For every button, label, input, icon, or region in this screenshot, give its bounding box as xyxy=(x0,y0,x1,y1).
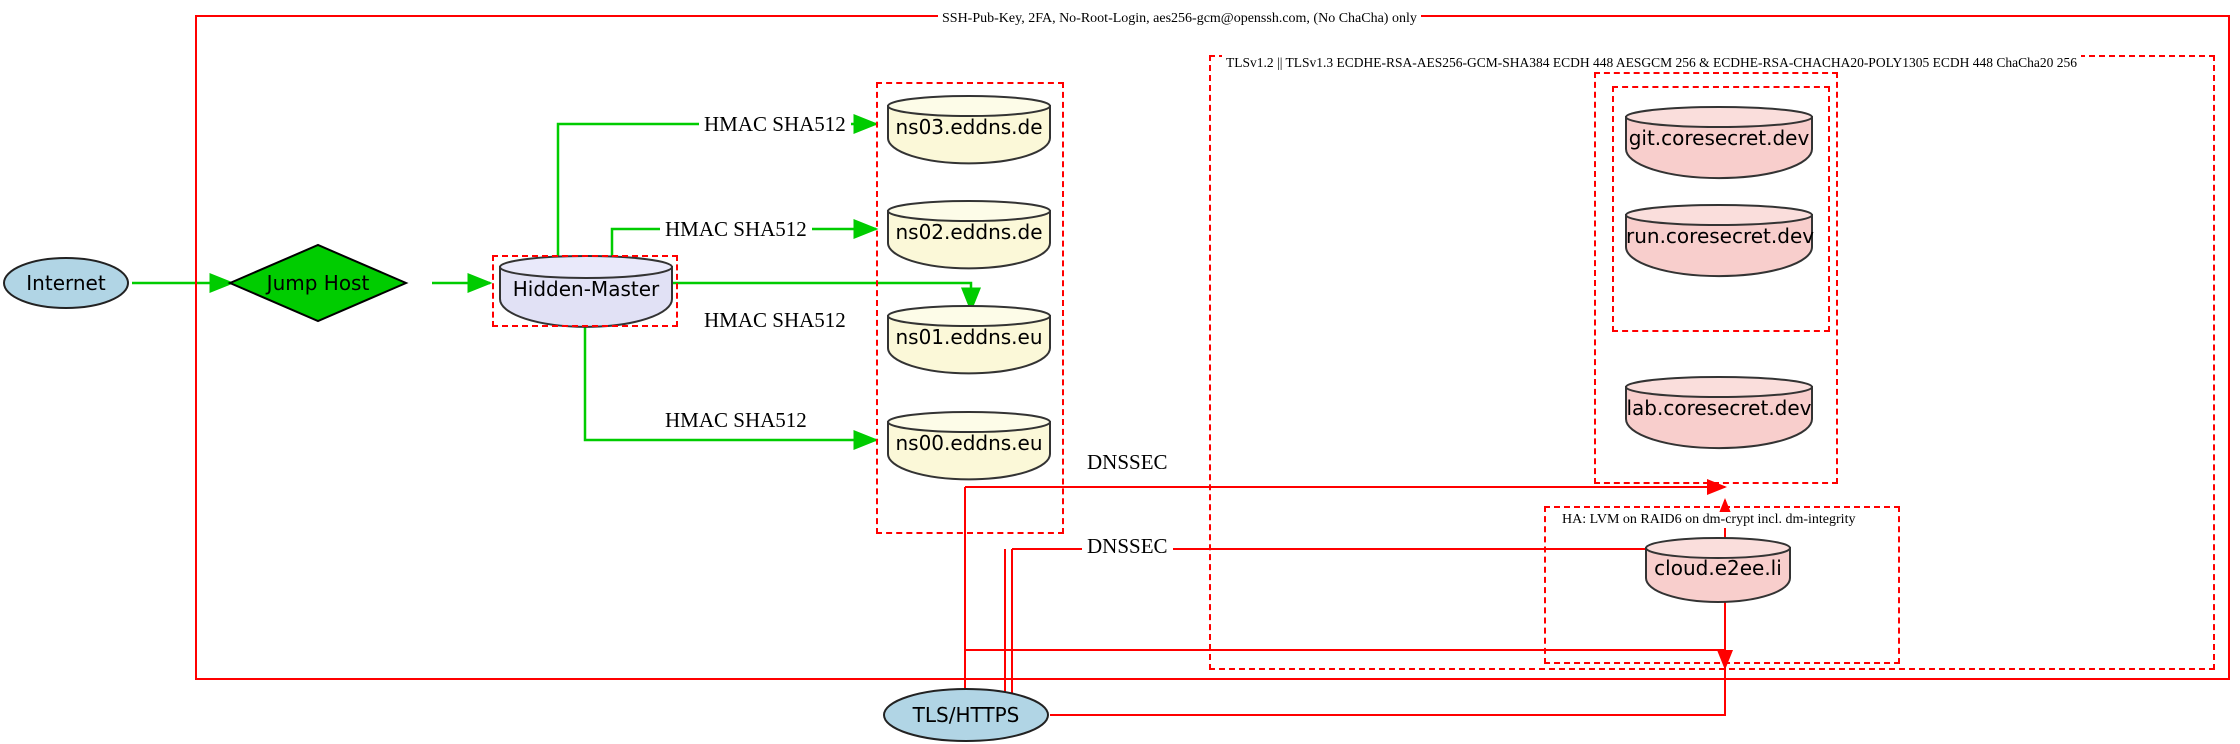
container-coresecret-inner-zone xyxy=(1612,86,1830,332)
node-shape-lab xyxy=(1625,376,1813,450)
node-shape-jump-host xyxy=(227,243,409,323)
node-git-label: git.coresecret.dev xyxy=(1628,126,1810,150)
node-shape-run xyxy=(1625,204,1813,278)
node-run-label: run.coresecret.dev xyxy=(1626,224,1815,248)
node-cloud[interactable]: cloud.e2ee.li xyxy=(1646,548,1790,588)
edge-label-hmac-ns03: HMAC SHA512 xyxy=(699,112,851,137)
node-shape-ns01 xyxy=(887,305,1051,375)
edge-label-hmac-ns02: HMAC SHA512 xyxy=(660,217,812,242)
node-internet-label: Internet xyxy=(26,271,106,295)
node-jump-host-label: Jump Host xyxy=(266,271,370,295)
node-shape-git xyxy=(1625,106,1813,180)
node-ns02[interactable]: ns02.eddns.de xyxy=(888,211,1050,253)
node-tls-https[interactable]: TLS/HTTPS xyxy=(884,690,1048,740)
edge-label-hmac-ns00: HMAC SHA512 xyxy=(660,408,812,433)
node-ns01[interactable]: ns01.eddns.eu xyxy=(888,316,1050,358)
node-shape-internet xyxy=(3,257,129,309)
tls-zone-label: TLSv1.2 || TLSv1.3 ECDHE-RSA-AES256-GCM-… xyxy=(1222,55,2081,71)
node-shape-ns03 xyxy=(887,95,1051,165)
node-lab[interactable]: lab.coresecret.dev xyxy=(1626,387,1812,429)
node-ns02-label: ns02.eddns.de xyxy=(895,220,1043,244)
node-shape-ns02 xyxy=(887,200,1051,270)
node-ns03-label: ns03.eddns.de xyxy=(895,115,1043,139)
edge-label-hmac-ns01: HMAC SHA512 xyxy=(699,308,851,333)
ha-zone-label: HA: LVM on RAID6 on dm-crypt incl. dm-in… xyxy=(1558,512,1860,528)
node-ns03[interactable]: ns03.eddns.de xyxy=(888,106,1050,148)
container-dns-zone xyxy=(876,82,1064,534)
container-hidden-master-zone xyxy=(492,255,678,327)
node-cloud-label: cloud.e2ee.li xyxy=(1654,556,1782,580)
edge-dnssec-upper xyxy=(964,479,1727,700)
node-jump-host[interactable]: Jump Host xyxy=(238,258,398,308)
node-lab-label: lab.coresecret.dev xyxy=(1626,396,1812,420)
node-shape-ns00 xyxy=(887,411,1051,481)
node-shape-hidden-master xyxy=(499,255,673,328)
container-coresecret-zone xyxy=(1594,72,1838,484)
node-ns00-label: ns00.eddns.eu xyxy=(895,431,1043,455)
node-shape-tls-https xyxy=(883,688,1049,742)
node-hidden-master-label: Hidden-Master xyxy=(512,276,660,301)
ssh-zone-label: SSH-Pub-Key, 2FA, No-Root-Login, aes256-… xyxy=(938,11,1421,27)
node-tls-https-label: TLS/HTTPS xyxy=(912,703,1020,727)
node-shape-cloud xyxy=(1645,537,1791,603)
node-git[interactable]: git.coresecret.dev xyxy=(1626,117,1812,159)
container-ha-zone xyxy=(1544,506,1900,664)
node-ns01-label: ns01.eddns.eu xyxy=(895,325,1043,349)
edge-label-dnssec-lower: DNSSEC xyxy=(1082,534,1173,559)
node-internet[interactable]: Internet xyxy=(4,258,128,308)
edge-hiddenmaster-to-ns00 xyxy=(583,312,879,450)
node-ns00[interactable]: ns00.eddns.eu xyxy=(888,422,1050,464)
edge-hiddenmaster-to-ns01 xyxy=(668,281,981,313)
node-run[interactable]: run.coresecret.dev xyxy=(1626,215,1815,257)
edge-label-dnssec-upper: DNSSEC xyxy=(1082,450,1173,475)
node-hidden-master[interactable]: Hidden-Master xyxy=(500,267,672,310)
